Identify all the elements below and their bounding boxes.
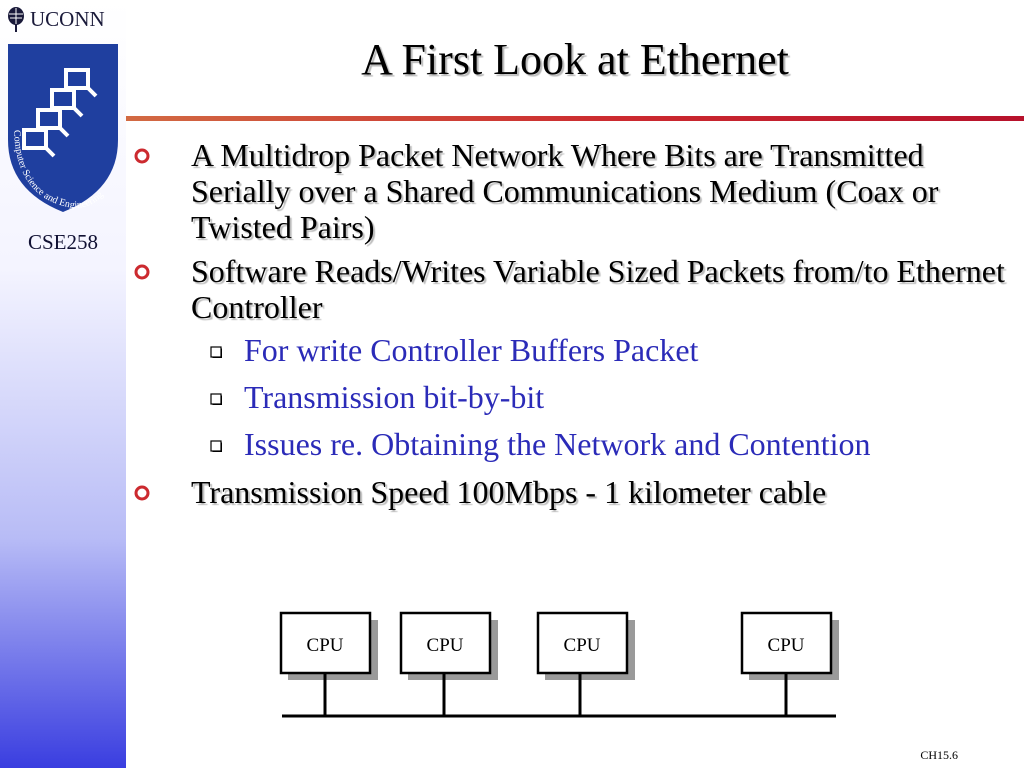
sub-bullet-item: Transmission bit-by-bit xyxy=(134,380,1014,414)
cpu-node: CPU xyxy=(399,611,498,716)
bullet-item: Transmission Speed 100Mbps - 1 kilometer… xyxy=(134,474,1014,510)
ring-bullet-icon xyxy=(134,485,150,501)
cpu-label: CPU xyxy=(307,635,344,656)
cpu-node: CPU xyxy=(536,611,635,716)
course-code: CSE258 xyxy=(27,230,98,254)
uconn-header: UCONN xyxy=(6,6,105,32)
ring-bullet-icon xyxy=(134,148,150,164)
square-bullet-icon xyxy=(210,440,222,452)
bullet-text: Software Reads/Writes Variable Sized Pac… xyxy=(191,253,1005,325)
sub-bullet-item: Issues re. Obtaining the Network and Con… xyxy=(134,427,1014,461)
bullet-text: A Multidrop Packet Network Where Bits ar… xyxy=(191,137,939,245)
square-bullet-icon xyxy=(210,393,222,405)
cpu-label: CPU xyxy=(564,635,601,656)
sub-bullet-text: Issues re. Obtaining the Network and Con… xyxy=(244,426,871,462)
cse-logo: Computer Science and Engineering xyxy=(8,44,118,212)
cpu-label: CPU xyxy=(427,635,464,656)
sidebar: UCONN Computer Science and Engineering C… xyxy=(0,0,126,768)
sub-bullet-text: Transmission bit-by-bit xyxy=(244,379,545,415)
slide-number: CH15.6 xyxy=(920,748,958,762)
cpu-node: CPU xyxy=(279,611,378,716)
title-rule xyxy=(126,116,1024,121)
slide-title: A First Look at Ethernet xyxy=(361,35,789,84)
bullet-item: Software Reads/Writes Variable Sized Pac… xyxy=(134,253,1014,325)
ring-bullet-icon xyxy=(134,264,150,280)
bullet-text: Transmission Speed 100Mbps - 1 kilometer… xyxy=(191,474,827,510)
cpu-node: CPU xyxy=(740,611,839,716)
sub-bullet-text: For write Controller Buffers Packet xyxy=(244,332,699,368)
oak-leaf-icon xyxy=(8,7,24,32)
bullet-item: A Multidrop Packet Network Where Bits ar… xyxy=(134,137,1014,245)
sub-bullet-item: For write Controller Buffers Packet xyxy=(134,333,1014,367)
bullet-list: A Multidrop Packet Network Where Bits ar… xyxy=(134,137,1014,518)
square-bullet-icon xyxy=(210,346,222,358)
cpu-label: CPU xyxy=(768,635,805,656)
org-name: UCONN xyxy=(30,6,105,31)
